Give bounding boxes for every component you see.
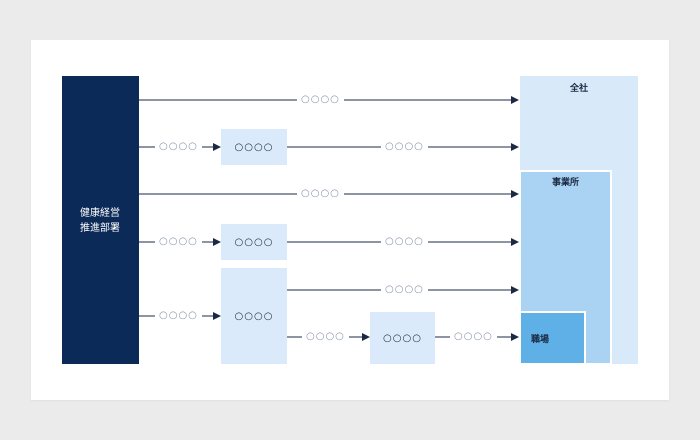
edge-label-1: ○○○○: [297, 94, 344, 106]
process-box-3: ○○○○: [221, 268, 287, 364]
workplace-region: [519, 311, 586, 365]
workplace-label: 職場: [531, 335, 550, 345]
department-block: [62, 76, 139, 364]
process-box-4: ○○○○: [370, 312, 435, 364]
edge-label-5b: ○○○○: [381, 284, 428, 296]
process-box-1: ○○○○: [221, 129, 287, 165]
edge-label-5a: ○○○○: [155, 310, 202, 322]
department-label: 健康経営 推進部署: [62, 206, 138, 236]
edge-label-4a: ○○○○: [155, 236, 202, 248]
edge-label-4b: ○○○○: [381, 236, 428, 248]
company-label: 全社: [570, 84, 589, 94]
edge-label-3: ○○○○: [297, 188, 344, 200]
edge-label-2b: ○○○○: [381, 141, 428, 153]
office-label: 事業所: [552, 178, 580, 188]
department-label-line1: 健康経営: [80, 208, 120, 219]
diagram-card: 健康経営 推進部署 全社 事業所 職場 ○○○○ ○○○○ ○○○○ ○○○○ …: [31, 40, 669, 400]
department-label-line2: 推進部署: [80, 223, 120, 234]
process-box-2: ○○○○: [221, 224, 287, 260]
edge-label-6a: ○○○○: [302, 331, 349, 343]
edge-label-2a: ○○○○: [155, 141, 202, 153]
diagram-canvas: [62, 76, 638, 365]
edge-label-6b: ○○○○: [450, 331, 497, 343]
